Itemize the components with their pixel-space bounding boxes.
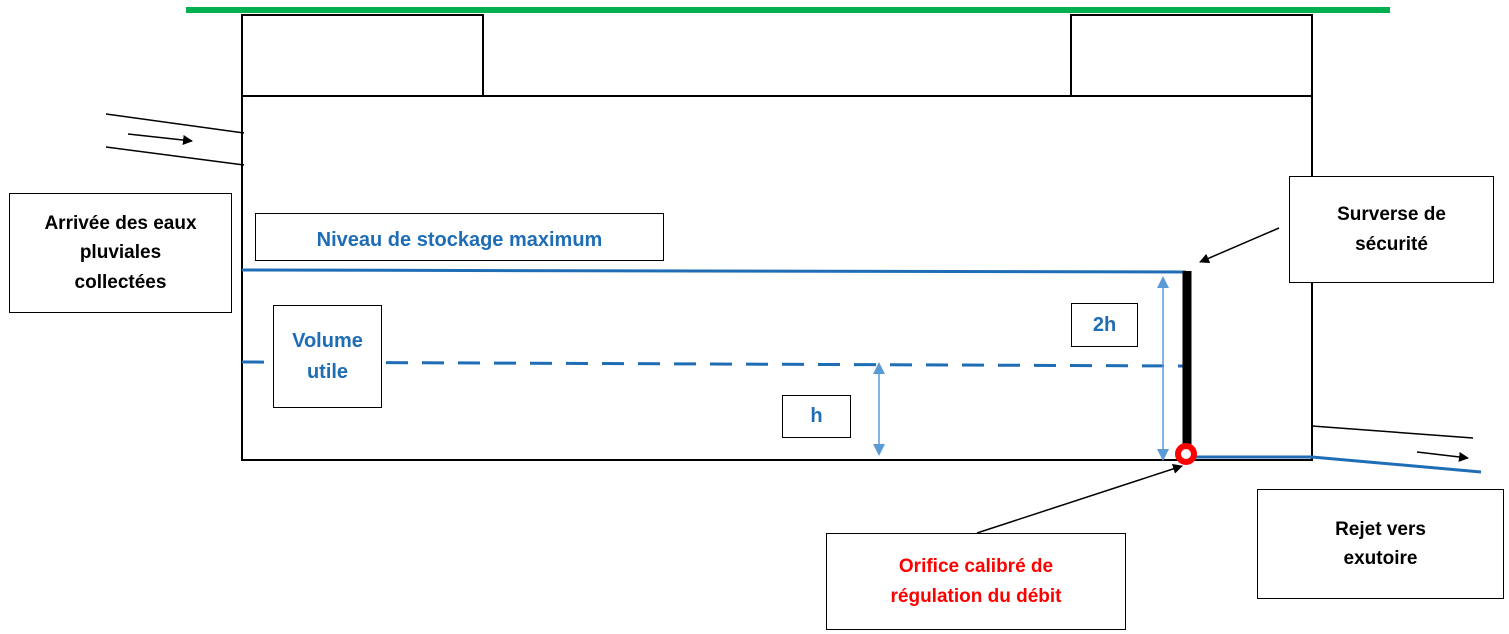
max-level-label: Niveau de stockage maximum [255,213,664,261]
overflow-callout-arrow [1199,227,1280,264]
outlet-pipe-top [1311,425,1474,439]
useful-volume-label: Volume utile [273,305,382,408]
orifice-label: Orifice calibré de régulation du débit [826,533,1126,630]
inflow-pipe-top [105,113,245,134]
orifice-marker [1175,443,1197,465]
useful-level-line [241,360,1187,368]
inflow-pipe-bottom [105,146,245,166]
access-chamber-right [1070,14,1313,97]
inflow-arrow [127,133,193,145]
overflow-label: Surverse de sécurité [1289,176,1494,283]
height-h-label: h [782,395,851,438]
outlet-arrow [1416,451,1469,462]
inflow-label: Arrivée des eaux pluviales collectées [9,193,232,313]
orifice-callout-arrow [976,464,1183,534]
max-level-line [241,268,1187,274]
height-2h-label: 2h [1071,303,1138,347]
storage-basin [241,95,1313,461]
outlet-label: Rejet vers exutoire [1257,489,1504,599]
outlet-pipe-flow [1192,455,1482,474]
access-chamber-left [241,14,484,97]
